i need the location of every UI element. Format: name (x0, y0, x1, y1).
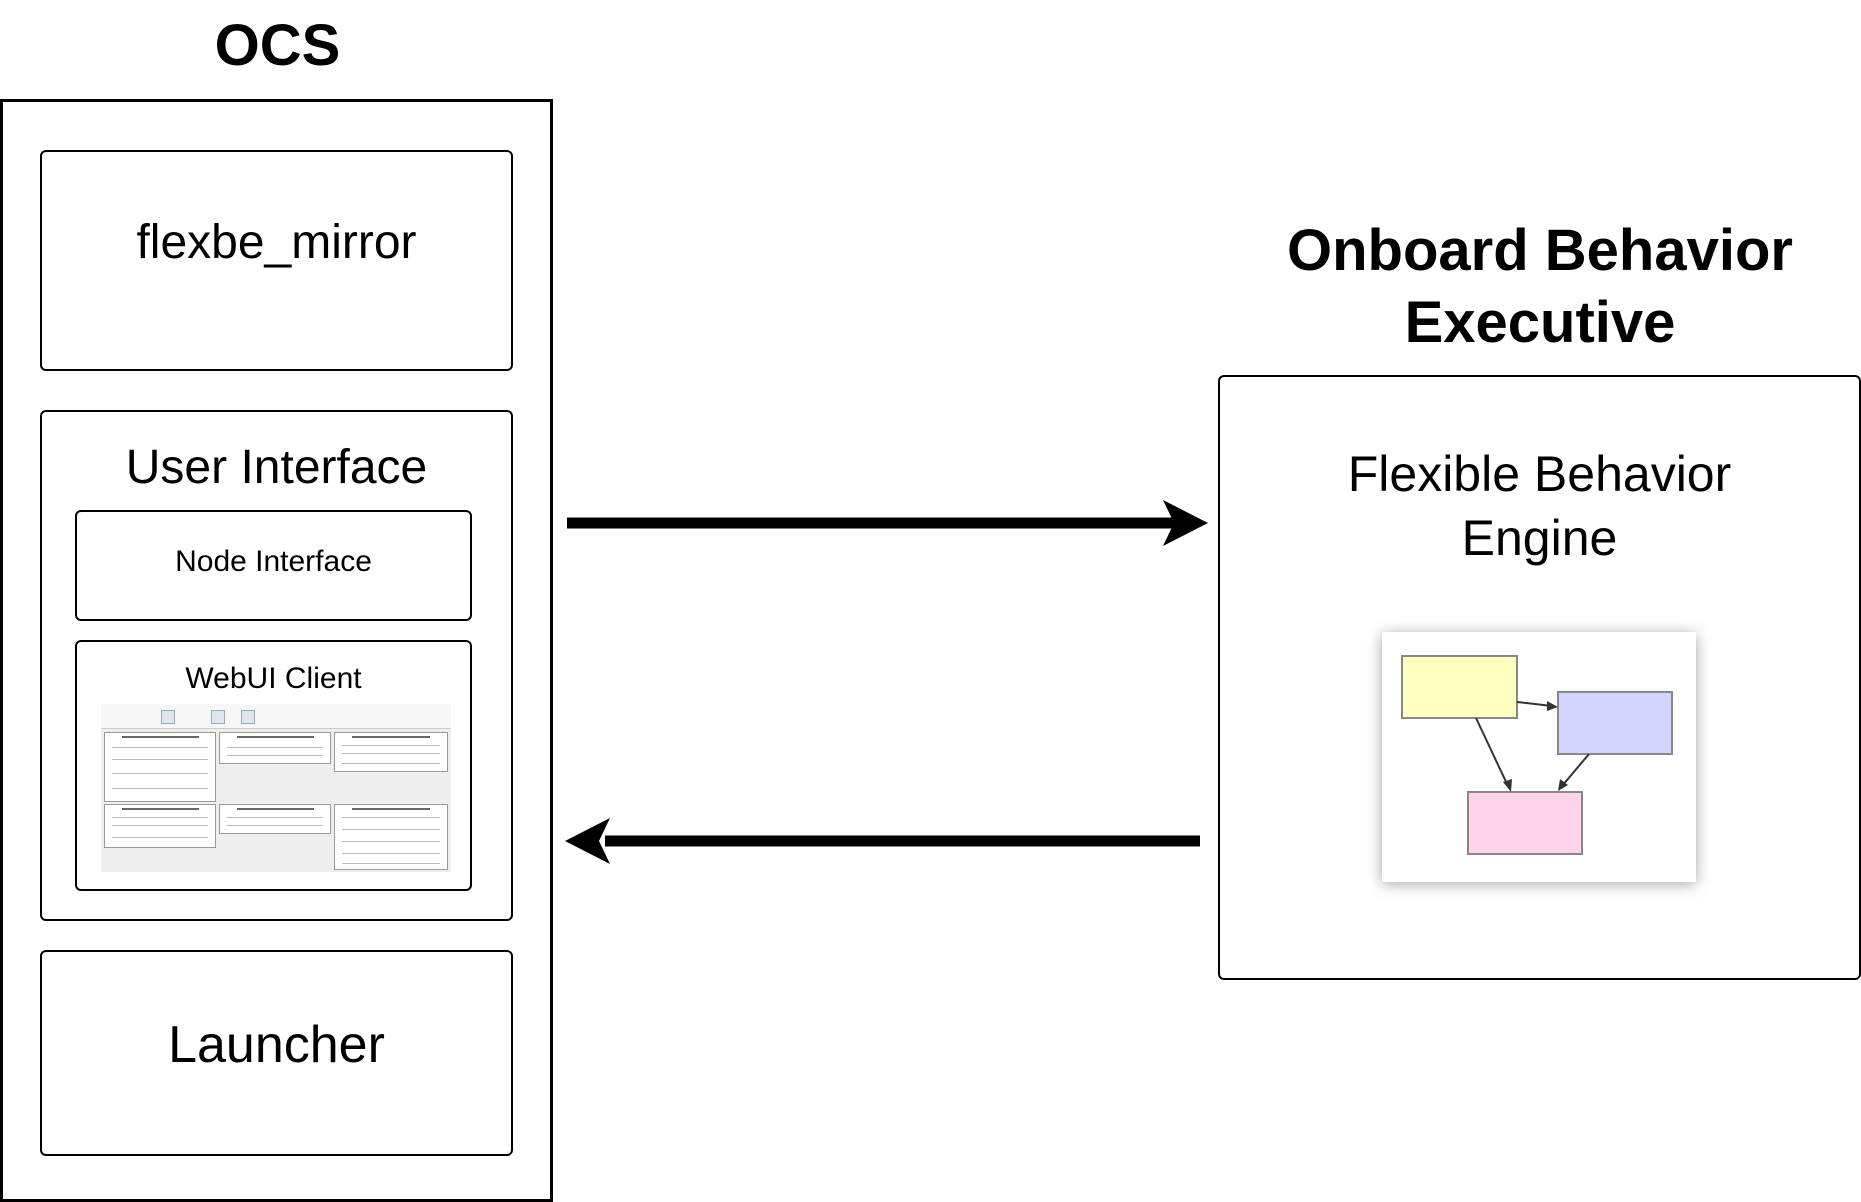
webui-screenshot (101, 704, 451, 872)
state-machine-graph (1401, 655, 1673, 855)
state-node-yellow (1401, 655, 1518, 719)
arrow-to-onboard (567, 500, 1208, 546)
onboard-title-line1: Onboard Behavior (1287, 218, 1793, 283)
state-node-pink (1467, 791, 1583, 855)
edge-arrowhead (1558, 779, 1568, 791)
edge-arrowhead (1547, 701, 1558, 711)
state-edges (1475, 701, 1590, 787)
engine-label: Flexible Behavior Engine (1220, 442, 1859, 570)
engine-label-line2: Engine (1461, 510, 1618, 566)
ocs-container (0, 99, 553, 1202)
engine-label-line1: Flexible Behavior (1347, 446, 1732, 502)
arrow-to-ocs (565, 818, 1200, 864)
node-interface-box: Node Interface (75, 510, 472, 621)
onboard-title-line2: Executive (1404, 290, 1676, 355)
launcher-label: Launcher (168, 1016, 385, 1074)
launcher-box: Launcher (40, 950, 513, 1156)
node-interface-label: Node Interface (175, 545, 372, 578)
user-interface-label: User Interface (125, 441, 428, 494)
state-machine-thumbnail (1382, 632, 1696, 882)
webui-client-box: WebUI Client (75, 640, 472, 891)
flexbe-mirror-label: flexbe_mirror (136, 216, 417, 269)
edge-arrowhead (1503, 779, 1512, 792)
state-node-blue (1557, 691, 1673, 755)
onboard-title: Onboard Behavior Executive (1218, 215, 1861, 359)
flexbe-mirror-box: flexbe_mirror (40, 150, 513, 371)
webui-client-label: WebUI Client (185, 662, 362, 695)
ocs-title: OCS (214, 13, 341, 78)
